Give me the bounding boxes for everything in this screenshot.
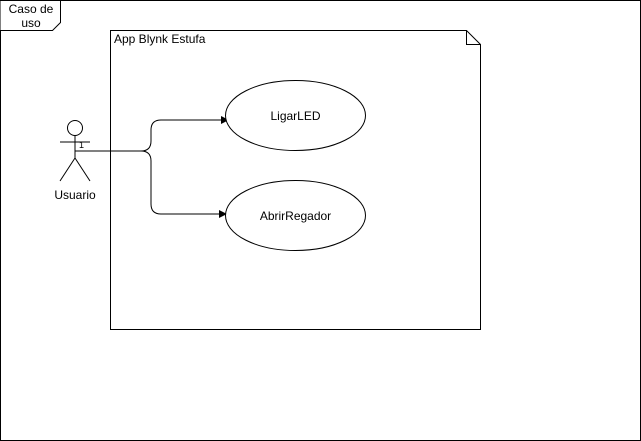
actor-right-leg [74,157,91,182]
use-case-abrirregador[interactable] [225,180,366,251]
system-boundary-fold [466,30,481,45]
association-abrirregador [75,150,227,218]
association-ligarled [75,116,229,152]
actor-multiplicity: 1 [79,140,84,150]
system-name: App Blynk Estufa [114,32,206,46]
use-case-abrirregador-label: AbrirRegador [260,209,331,223]
use-case-ligarled-label: LigarLED [270,109,320,123]
frame-title-line1: Caso de [9,2,54,16]
actor-head [67,120,83,136]
actor-name: Usuario [54,188,96,202]
frame-title-line2: uso [21,16,41,30]
actor-usuario[interactable] [59,120,91,182]
use-case-ligarled[interactable] [225,80,366,151]
actor-left-leg [59,157,76,182]
frame-title-tab [0,0,61,31]
